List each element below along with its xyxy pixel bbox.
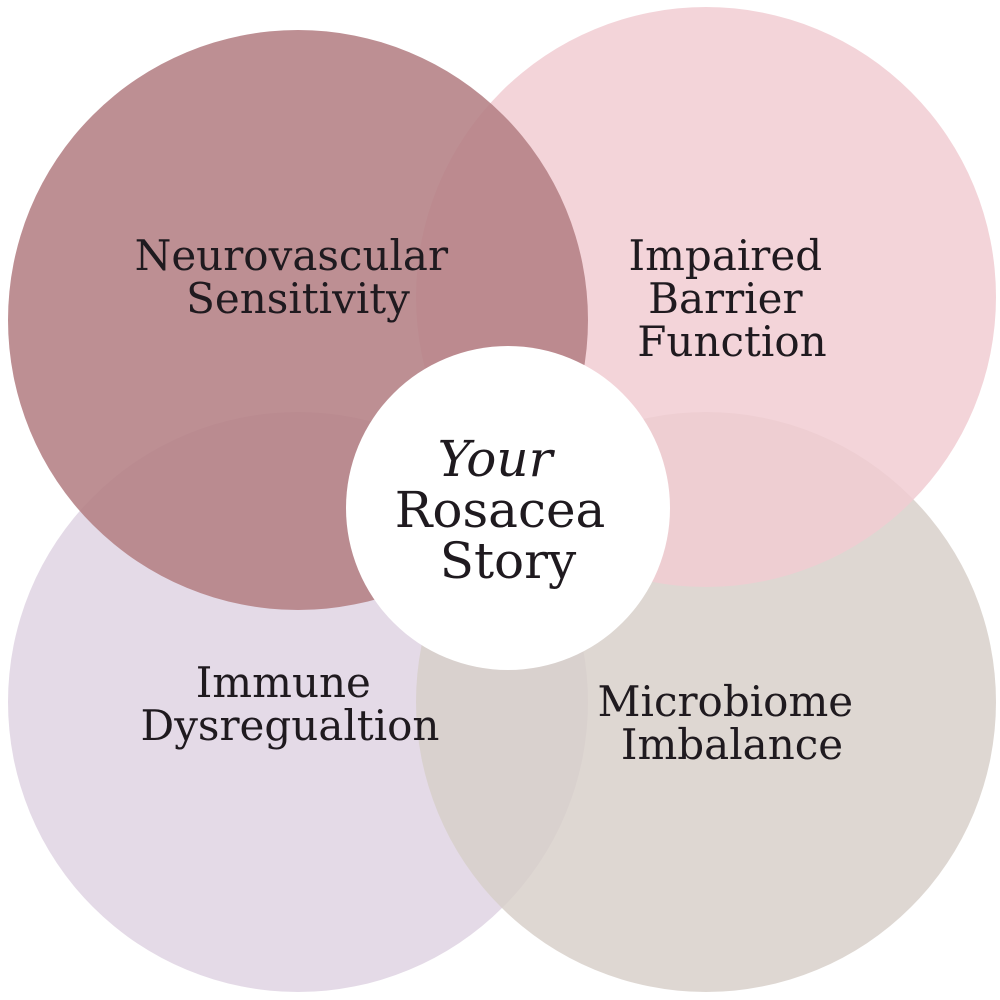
impaired-barrier-function-label: Impaired Barrier Function <box>629 231 836 366</box>
barrier-label-line-2: Barrier <box>648 274 803 323</box>
neurovascular-sensitivity-label: Neurovascular Sensitivity <box>135 231 462 323</box>
immune-dysregulation-label: Immune Dysregualtion <box>141 658 440 750</box>
immune-label-line-2: Dysregualtion <box>141 701 440 750</box>
neurovascular-label-line-1: Neurovascular <box>135 231 449 280</box>
barrier-label-line-3: Function <box>637 317 826 366</box>
center-label-line-2: Rosacea <box>395 481 606 539</box>
barrier-label-line-1: Impaired <box>629 231 823 280</box>
neurovascular-label-line-2: Sensitivity <box>186 274 410 323</box>
center-label: Your Rosacea Story <box>395 430 622 590</box>
microbiome-label-line-1: Microbiome <box>598 677 854 726</box>
microbiome-label-line-2: Imbalance <box>621 720 843 769</box>
center-label-line-3: Story <box>440 532 577 590</box>
center-label-line-1: Your <box>438 430 556 488</box>
immune-label-line-1: Immune <box>196 658 371 707</box>
microbiome-imbalance-label: Microbiome Imbalance <box>598 677 867 769</box>
center-circle <box>346 346 670 670</box>
